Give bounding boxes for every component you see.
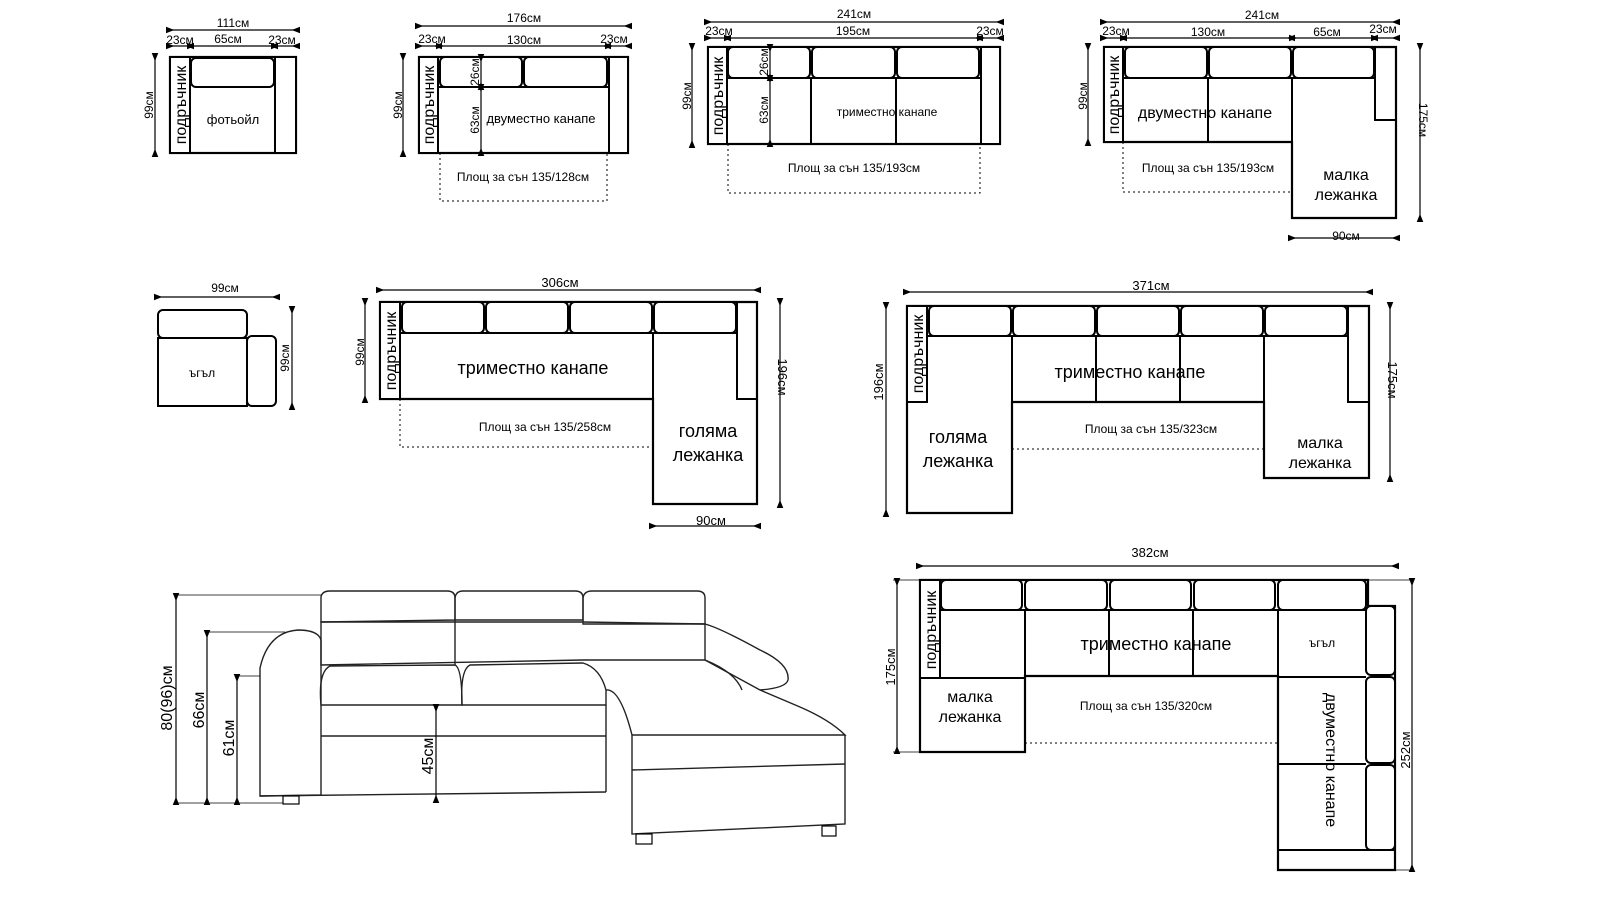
dim-width: 99см [211, 281, 239, 295]
dim-depth: 99см [1076, 82, 1090, 110]
dim-chaise-width: 90см [696, 513, 726, 528]
chaise-label-2: лежанка [673, 445, 745, 465]
big-u-diagram: 382см 175см 252см подръчник триместно ка… [883, 545, 1416, 873]
dim-seat: 130см [507, 33, 541, 47]
dim-chaise-length: 175см [1416, 103, 1430, 137]
dim-arm-right: 23см [976, 24, 1004, 38]
armrest-label: подръчник [710, 56, 727, 136]
armrest-label: подръчник [1106, 55, 1123, 135]
dim-right-length: 175см [1385, 361, 1400, 398]
armrest-label: подръчник [421, 65, 438, 145]
dim-seat-depth: 63см [468, 106, 482, 134]
dim-right-length: 252см [1398, 731, 1413, 768]
module-label: триместно канапе [837, 105, 938, 119]
dim-depth: 99см [353, 338, 367, 366]
dim-total: 306см [541, 275, 578, 290]
corner-label: ъгъл [1309, 636, 1335, 650]
dim-depth: 99см [680, 82, 694, 110]
chaise-label-2: лежанка [1315, 187, 1378, 204]
armrest-label: подръчник [173, 65, 190, 145]
corner-small-chaise-diagram: 241см 23см 130см 65см 23см 99см подръчни… [1076, 8, 1430, 243]
chaise-label-1: голяма [679, 421, 738, 441]
dim-back: 26см [468, 58, 482, 86]
dim-arm-right: 23см [1369, 22, 1397, 36]
dim-depth: 99см [391, 91, 405, 119]
dim-depth: 99см [142, 91, 156, 119]
dim-total: 241см [837, 7, 871, 21]
module-label: триместно канапе [1055, 362, 1206, 382]
dim-back-height: 61см [221, 720, 238, 757]
dim-arm-left: 23см [1102, 24, 1130, 38]
armchair-diagram: 111см 23см 65см 23см 99см подръчник фоть… [142, 16, 301, 158]
dim-seat: 195см [836, 24, 870, 38]
dim-total-height: 80(96)см [159, 665, 176, 730]
sleep-area: Площ за сън 135/320см [1080, 699, 1212, 713]
armchair-label: фотьойл [207, 112, 259, 127]
u-shape-diagram: 371см 196см 175см подръчник триместно ка… [871, 278, 1400, 518]
dim-total: 111см [217, 16, 250, 30]
dim-arm-left: 23см [418, 32, 446, 46]
dim-depth: 99см [278, 344, 292, 372]
right-chaise-label-2: лежанка [1289, 455, 1352, 472]
sleep-area: Площ за сън 135/323см [1085, 422, 1217, 436]
dim-left-length: 175см [883, 648, 898, 685]
dim-arm-left: 23см [166, 33, 194, 47]
chaise-label-2: лежанка [939, 709, 1002, 726]
two-seater-diagram: 176см 23см 130см 23см 99см подръчник 26с… [391, 11, 633, 202]
dim-arm-right: 23см [268, 33, 296, 47]
dim-chaise-back: 65см [1313, 25, 1341, 39]
dim-left-length: 196см [871, 363, 886, 400]
dim-chaise-width: 90см [1332, 229, 1360, 243]
dim-total: 176см [507, 11, 541, 25]
armrest-label: подръчник [910, 314, 927, 394]
dim-seat-height: 45см [420, 738, 437, 775]
left-chaise-label-2: лежанка [923, 451, 995, 471]
armrest-label: подръчник [923, 590, 940, 670]
sofa-sketch: 80(96)см 66см 61см 45см [159, 590, 847, 845]
chaise-label-1: малка [1323, 167, 1369, 184]
dim-total: 382см [1131, 545, 1168, 560]
dim-arm-right: 23см [600, 32, 628, 46]
corner-label: ъгъл [189, 366, 215, 380]
sleep-area: Площ за сън 135/128см [457, 170, 589, 184]
dim-total: 371см [1132, 278, 1169, 293]
chaise-label-1: малка [947, 689, 993, 706]
right-chaise-label-1: малка [1297, 435, 1343, 452]
dim-seat-depth: 63см [757, 96, 771, 124]
sleep-area: Площ за сън 135/193см [788, 161, 920, 175]
module-label: двуместно канапе [1138, 105, 1272, 122]
dim-seat: 65см [214, 32, 242, 46]
dim-arm-height: 66см [191, 692, 208, 729]
armrest-label: подръчник [383, 311, 400, 391]
module-label: триместно канапе [1081, 634, 1232, 654]
module-label: триместно канапе [458, 358, 609, 378]
dim-back: 26см [757, 48, 771, 76]
side-module-label: двуместно канапе [1322, 693, 1339, 827]
dim-arm-left: 23см [705, 24, 733, 38]
module-label: двуместно канапе [486, 111, 595, 126]
sleep-area: Площ за сън 135/258см [479, 420, 611, 434]
dim-chaise-length: 196см [775, 358, 790, 395]
dim-total: 241см [1245, 8, 1279, 22]
three-seater-diagram: 241см 23см 195см 23см 99см подръчник 26с… [680, 7, 1005, 194]
left-chaise-label-1: голяма [929, 427, 988, 447]
corner-piece-diagram: 99см 99см ъгъл [153, 281, 296, 411]
corner-large-chaise-diagram: 306см 99см подръчник триместно канапе Пл… [353, 275, 790, 530]
dim-seat: 130см [1191, 25, 1225, 39]
sleep-area: Площ за сън 135/193см [1142, 161, 1274, 175]
